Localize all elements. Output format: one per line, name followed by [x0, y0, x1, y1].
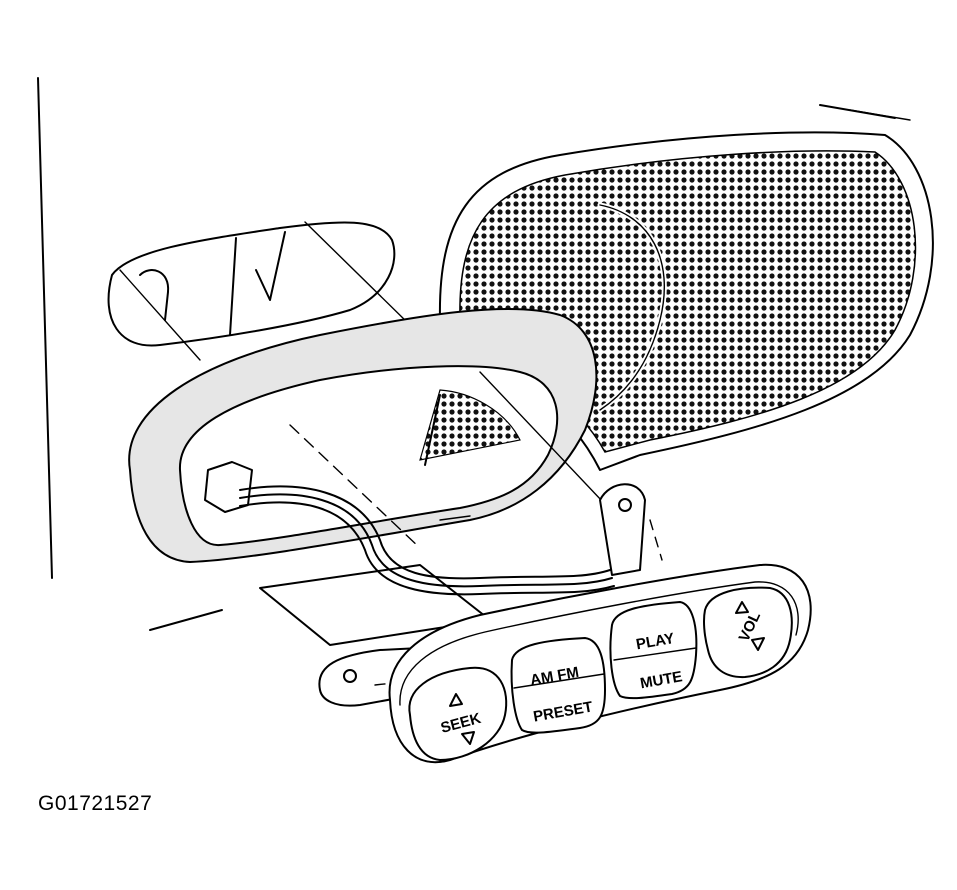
play-label: PLAY: [635, 630, 676, 653]
radio-control-switch: SEEK AM FM PRESET PLAY MUTE VOL: [388, 563, 812, 764]
volume-up-arrow-icon: [735, 601, 749, 614]
play-mute-button[interactable]: PLAY MUTE: [609, 601, 698, 700]
figure-id: G01721527: [38, 792, 153, 815]
switch-bezel: [128, 307, 598, 563]
wiring-harness: [239, 371, 621, 646]
volume-button[interactable]: VOL: [703, 586, 793, 679]
seek-button[interactable]: SEEK: [408, 666, 508, 761]
seek-down-arrow-icon: [461, 731, 475, 745]
seek-up-arrow-icon: [449, 693, 463, 707]
volume-down-arrow-icon: [751, 637, 765, 651]
mounting-opening: [107, 221, 411, 361]
amfm-preset-button[interactable]: AM FM PRESET: [510, 637, 606, 734]
